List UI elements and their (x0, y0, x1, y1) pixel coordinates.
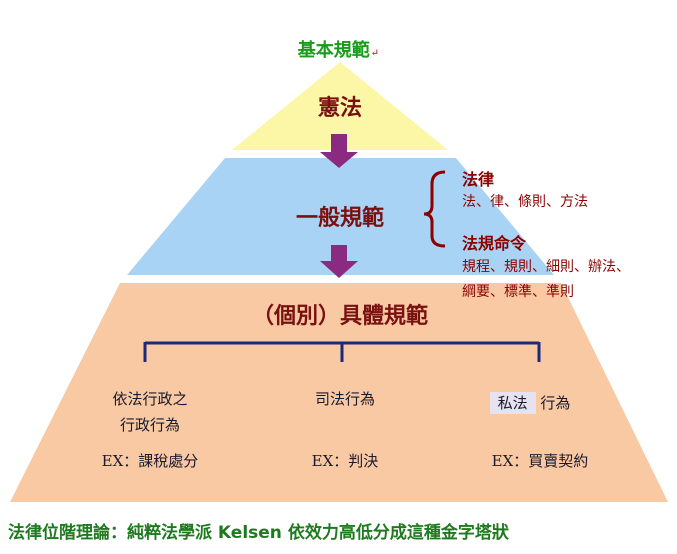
example-private: EX：買賣契約 (491, 452, 589, 470)
branch-judicial: 司法行為 (285, 386, 405, 412)
arrow-down-icon (320, 245, 358, 278)
private-law-box: 私法 (489, 392, 536, 414)
title-text: 基本規範 (297, 40, 370, 61)
branch-line: 行為 (540, 394, 571, 412)
example-judicial: EX：判決 (311, 452, 379, 470)
branch-bracket (143, 341, 541, 362)
side-law-items: 法、律、條則、方法 (462, 194, 588, 210)
example-administrative: EX：課稅處分 (101, 452, 199, 470)
branch-line: 司法行為 (314, 390, 375, 408)
level-top-label: 憲法 (317, 95, 362, 121)
side-order-title: 法規命令 (462, 234, 527, 253)
footer-caption: 法律位階理論：純粹法學派 Kelsen 依效力高低分成這種金字塔狀 (8, 523, 509, 543)
level-bottom-label: （個別）具體規範 (251, 303, 428, 329)
branch-private: 私法 行為 (460, 390, 600, 416)
return-mark-icon: ↵ (370, 48, 380, 59)
side-order-items-2: 綱要、標準、準則 (462, 284, 574, 300)
pyramid-bottom-tier (10, 283, 668, 502)
side-law-title: 法律 (462, 170, 495, 189)
branch-administrative: 依法行政之 行政行為 (70, 386, 230, 438)
level-middle-label: 一般規範 (295, 205, 384, 231)
branch-line: 依法行政之 (112, 390, 188, 408)
arrow-down-icon (320, 134, 358, 168)
pyramid-middle-tier (127, 158, 554, 275)
page-title: 基本規範↵ (0, 36, 677, 62)
pyramid-top-tier (232, 62, 448, 150)
branch-line: 行政行為 (119, 416, 180, 434)
side-brace (423, 170, 446, 248)
side-order-items-1: 規程、規則、細則、辦法、 (462, 259, 630, 275)
